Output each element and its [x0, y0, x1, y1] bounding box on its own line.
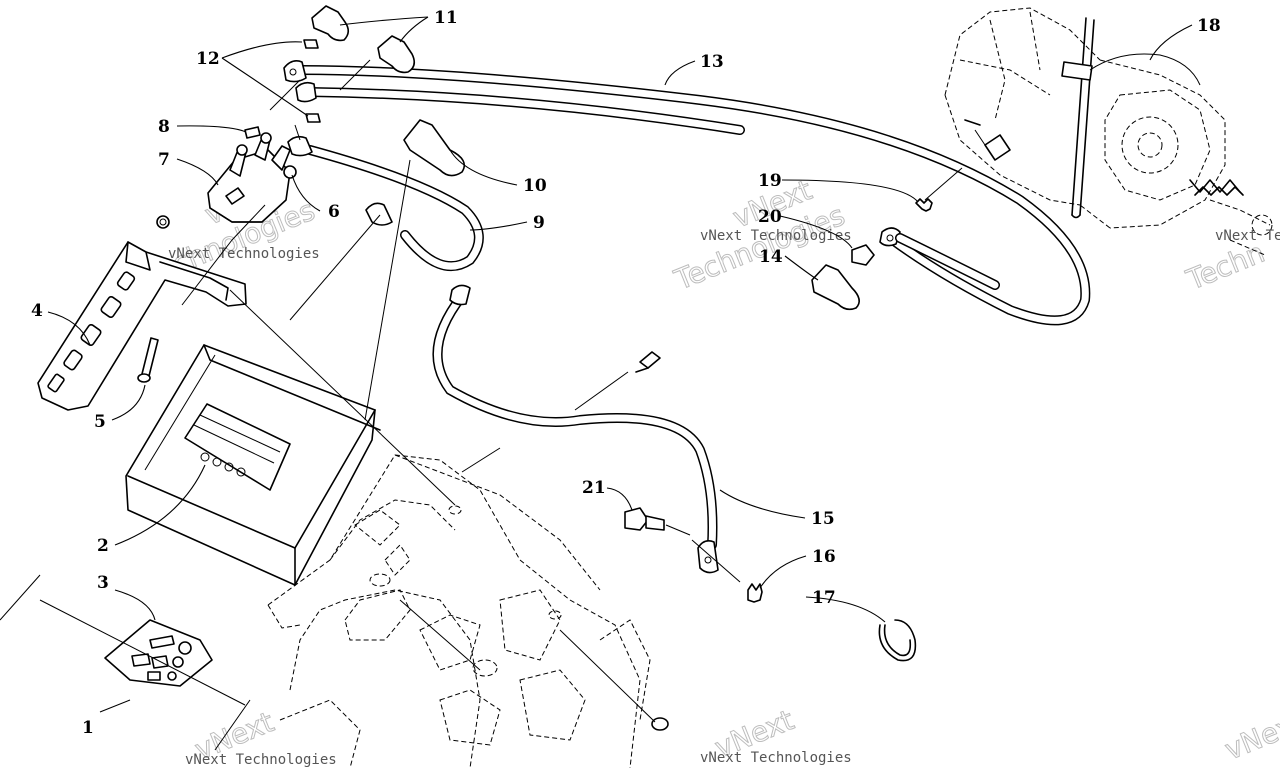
terminal-boot-14	[811, 264, 860, 311]
callout-17: 17	[812, 588, 836, 608]
callout-19: 19	[758, 171, 782, 191]
starter-motor	[944, 7, 1273, 256]
lock-washer-16	[747, 583, 763, 603]
washer-19	[915, 198, 933, 212]
battery-bracket	[37, 215, 247, 411]
watermark-bottom-left: vNext vNext Technologies	[185, 705, 337, 768]
watermark-bottom-center: vNext vNext Technologies	[700, 703, 852, 766]
callout-6: 6	[328, 202, 340, 222]
callout-1: 1	[82, 718, 94, 738]
cable-lug-13b	[295, 81, 745, 135]
callout-2: 2	[97, 536, 109, 556]
nut-12a	[303, 39, 319, 49]
callout-leaders	[47, 16, 1193, 713]
watermark-text: vNext Technologies	[700, 228, 852, 244]
watermark-right: vNext Te Techn	[1181, 228, 1280, 297]
callout-12: 12	[196, 49, 220, 69]
cable-15	[432, 284, 719, 574]
lug-19-end	[879, 227, 901, 247]
watermark-bottom-right: vNext	[1220, 705, 1280, 767]
callout-20: 20	[758, 207, 782, 227]
battery	[125, 344, 381, 586]
callout-14: 14	[759, 247, 783, 267]
assembly-lines	[0, 59, 963, 751]
screw-upper	[635, 351, 661, 373]
terminal-boot-11b	[377, 35, 416, 74]
callout-9: 9	[533, 213, 545, 233]
callout-15: 15	[811, 509, 835, 529]
callout-5: 5	[94, 412, 106, 432]
callout-18: 18	[1197, 16, 1221, 36]
bolt-5	[137, 337, 159, 383]
cable-9	[287, 135, 484, 272]
cable-13	[283, 60, 1091, 326]
clamp-17	[878, 619, 917, 662]
watermark-text: vNext	[1220, 705, 1280, 766]
callout-4: 4	[31, 301, 43, 321]
callout-8: 8	[158, 117, 170, 137]
cable-connector-14	[895, 233, 1000, 290]
terminal-boot-11a	[311, 5, 350, 42]
cable-tie	[1061, 17, 1201, 219]
callout-11: 11	[434, 8, 458, 28]
bolt-21	[624, 507, 691, 536]
watermark-text: vNext Technologies	[168, 246, 320, 262]
phantom-frame	[267, 454, 651, 768]
callout-7: 7	[158, 150, 170, 170]
washer-bottom	[651, 717, 669, 731]
watermark-text: vNext Technologies	[185, 752, 337, 768]
callout-labels: 1 2 3 4 5 6 7 8 9 10 11 12 13 14 15 16 1…	[31, 8, 1221, 738]
watermark-text: vNext Technologies	[700, 750, 852, 766]
watermark-text: Techn	[1181, 236, 1269, 297]
callout-13: 13	[700, 52, 724, 72]
nut-20	[851, 244, 875, 266]
hardware-kit-3	[104, 619, 213, 687]
nut-12b	[305, 113, 321, 123]
callout-16: 16	[812, 547, 836, 567]
callout-21: 21	[582, 478, 606, 498]
terminal-boot-10	[403, 119, 466, 177]
relay-solenoid	[207, 126, 297, 223]
callout-3: 3	[97, 573, 109, 593]
callout-10: 10	[523, 176, 547, 196]
